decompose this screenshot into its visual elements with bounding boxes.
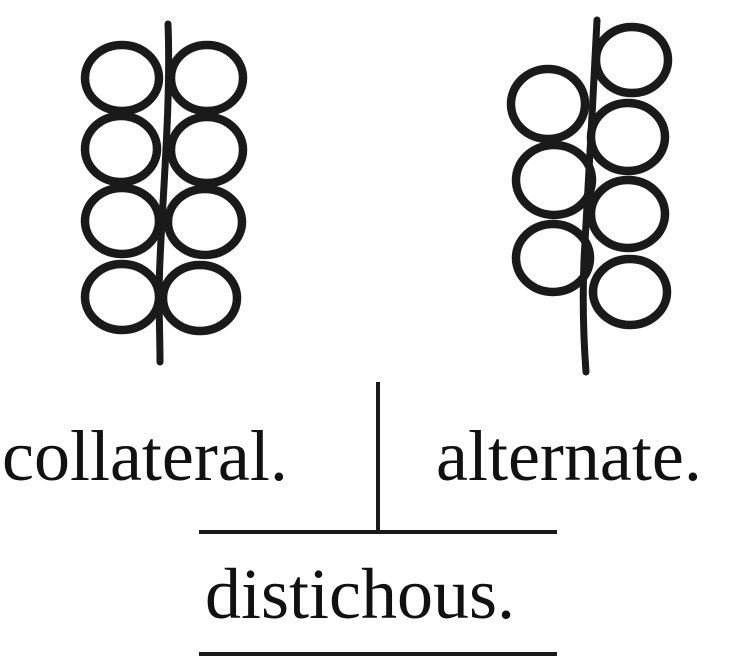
alternate-leaflet xyxy=(511,140,597,220)
collateral-leaflet xyxy=(80,259,164,335)
alternate-leaflet xyxy=(511,219,595,297)
label-distichous: distichous. xyxy=(205,554,516,634)
collateral-leaflet xyxy=(80,183,164,259)
collateral-leaflet xyxy=(166,40,248,116)
alternate-leaflet xyxy=(506,64,590,144)
alternate-leaflet xyxy=(586,98,670,176)
alternate-sketch xyxy=(506,16,673,376)
alternate-leaflet xyxy=(591,22,673,98)
label-alternate: alternate. xyxy=(436,416,702,496)
collateral-leaflet xyxy=(163,184,247,260)
collateral-leaflet xyxy=(158,260,242,336)
label-collateral: collateral. xyxy=(2,416,288,496)
alternate-leaflet xyxy=(586,175,670,253)
alternate-leaflet xyxy=(588,254,672,330)
collateral-leaflet xyxy=(166,112,248,188)
collateral-sketch xyxy=(80,20,248,366)
collateral-leaflet xyxy=(80,111,162,187)
collateral-leaflet xyxy=(80,40,164,116)
